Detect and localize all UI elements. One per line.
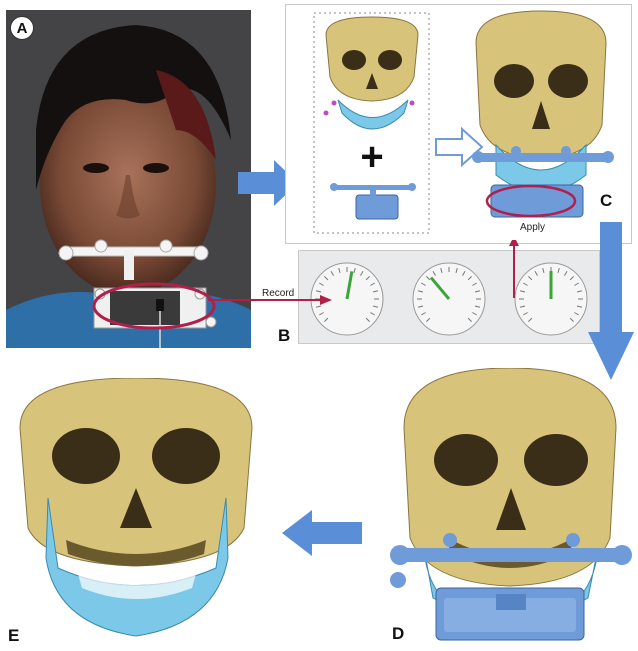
small-skull-icon — [324, 17, 419, 129]
record-annotation: Record — [262, 288, 294, 299]
label-a: A — [10, 16, 34, 40]
panel-e-drawing — [6, 378, 268, 650]
panel-c-drawing: + — [286, 5, 631, 243]
plus-sign: + — [360, 135, 383, 179]
small-device-icon — [330, 183, 416, 219]
panel-d-skull-device: D — [388, 368, 633, 648]
label-d: D — [392, 624, 404, 644]
arrow-d-to-e — [282, 510, 364, 556]
large-skull-icon — [472, 11, 614, 217]
apply-annotation: Apply — [520, 222, 545, 233]
label-e: E — [8, 626, 19, 646]
panel-c-virtual-setup: + C Apply — [285, 4, 632, 244]
label-c: C — [600, 191, 612, 211]
arrow-c-to-d — [588, 222, 634, 382]
panel-d-drawing — [388, 368, 633, 648]
panel-e-skull-open-jaw: E — [6, 378, 268, 650]
